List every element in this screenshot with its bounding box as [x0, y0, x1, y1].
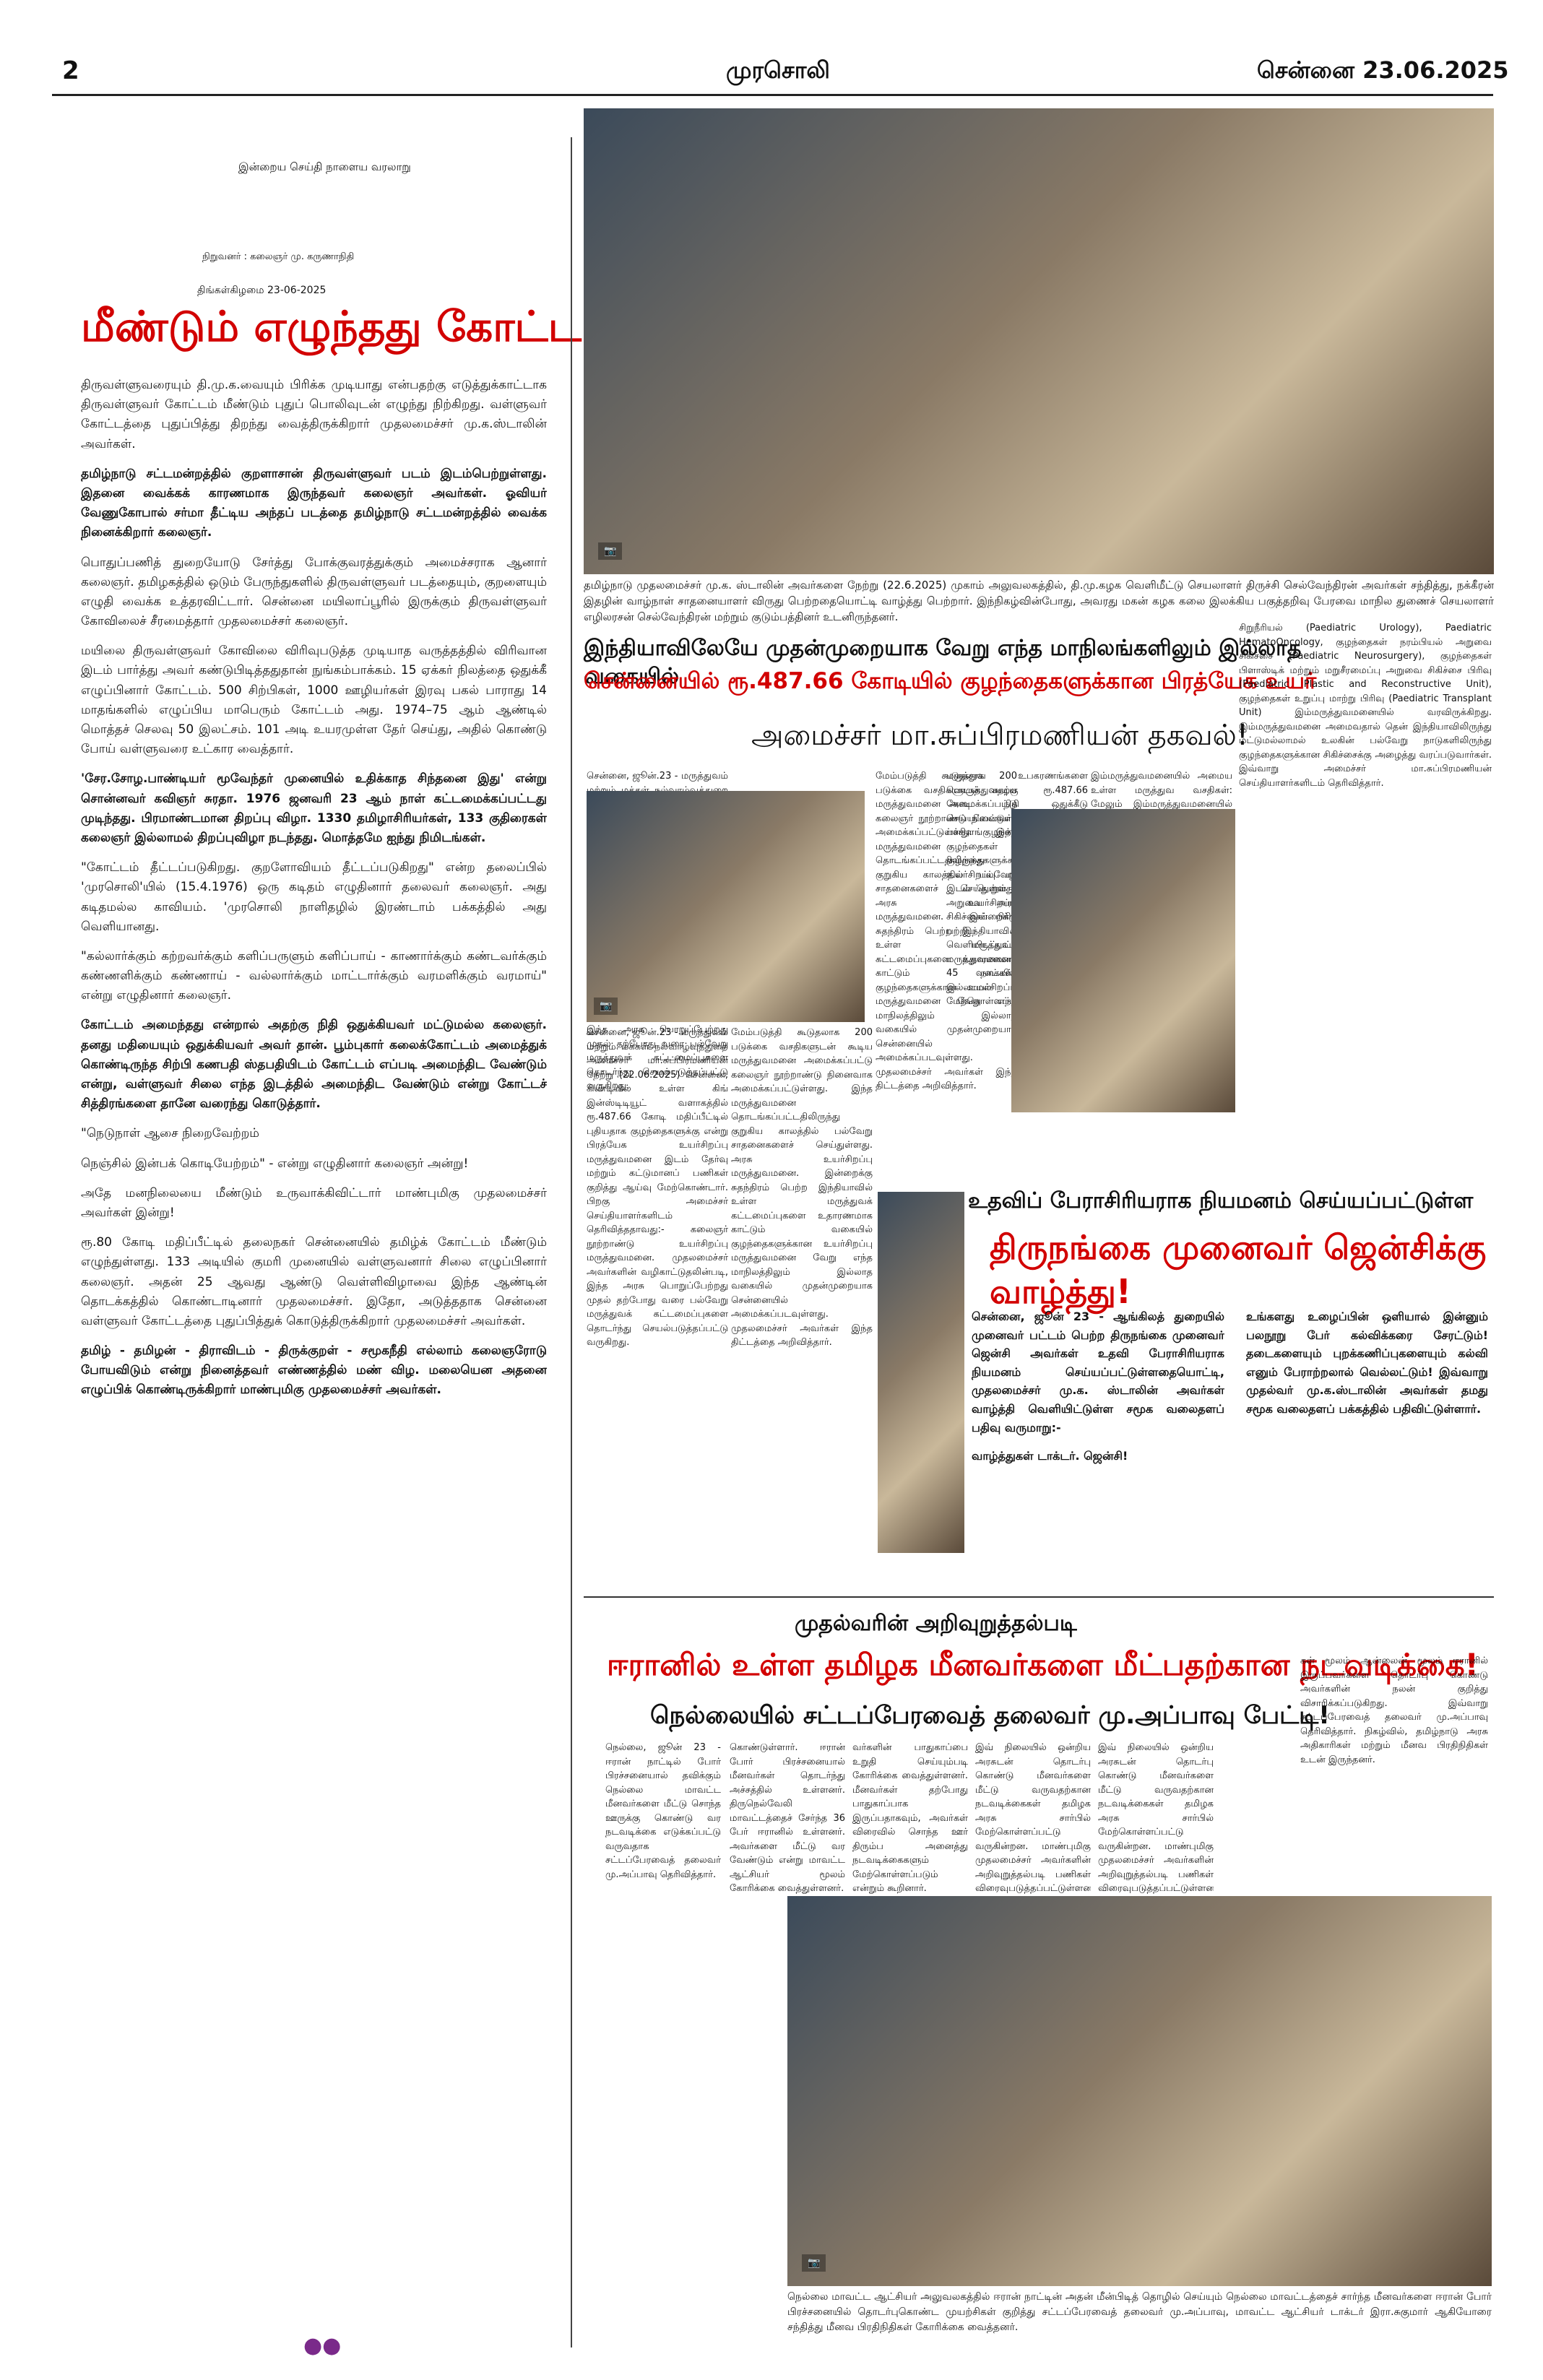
- editorial-para: நெஞ்சில் இன்பக் கொடியேற்றம்" - என்று எழு…: [81, 1156, 469, 1171]
- editorial-para: கோட்டம் அமைந்தது என்றால் அதற்கு நிதி ஒது…: [81, 1018, 547, 1112]
- top-photo-caption: தமிழ்நாடு முதலமைச்சர் மு.க. ஸ்டாலின் அவர…: [584, 579, 1494, 623]
- masthead-tagline: இன்றைய செய்தி நாளைய வரலாறு: [238, 160, 411, 173]
- story-subhead: அமைச்சர் மா.சுப்பிரமணியன் தகவல்!: [751, 719, 1248, 752]
- editorial-para: "நெடுநாள் ஆசை நிறைவேற்றம்: [81, 1126, 259, 1141]
- story-col: சென்னை, ஜூன்.23 - மருத்துவம் மற்றும் மக்…: [587, 1027, 728, 1348]
- masthead-founder: நிறுவனர் : கலைஞர் மு. கருணாநிதி: [202, 251, 355, 262]
- story-col: சிறுநீரியல் (Paediatric Urology), Paedia…: [1239, 623, 1492, 789]
- fisher-col: வர்களின் பாதுகாப்பை உறுதி செய்யும்படி கோ…: [852, 1742, 968, 1894]
- editorial-para: 'சேர.சோழ.பாண்டியர் மூவேந்தர் முனையில் உத…: [81, 771, 547, 845]
- section-rule: [584, 1596, 1494, 1598]
- masthead-date: திங்கள்கிழமை 23-06-2025: [197, 285, 327, 296]
- fisher-kicker: முதல்வரின் அறிவுறுத்தல்படி: [795, 1611, 1077, 1636]
- editorial-para: மயிலை திருவள்ளுவர் கோவிலை விரிவுபடுத்த ம…: [81, 644, 547, 757]
- dateline: சென்னை 23.06.2025: [1257, 56, 1509, 84]
- congrats-body: சென்னை, ஜூன் 23 - ஆங்கிலத் துறையில் முனை…: [972, 1307, 1224, 1585]
- congrats-kicker: உதவிப் பேராசிரியராக நியமனம் செய்யப்பட்டு…: [968, 1188, 1474, 1213]
- photo-placeholder-icon: 📷: [598, 542, 623, 560]
- fisher-subhead: நெல்லையில் சட்டப்பேரவைத் தலைவர் மு.அப்பா…: [650, 1701, 1330, 1730]
- story-headline: சென்னையில் ரூ.487.66 கோடியில் குழந்தைகளு…: [584, 668, 1317, 694]
- editorial-para: திருவள்ளுவரையும் தி.மு.க.வையும் பிரிக்க …: [81, 378, 547, 451]
- jensi-photo: [878, 1192, 964, 1553]
- fisher-caption: நெல்லை மாவட்ட ஆட்சியர் அலுவலகத்தில் ஈரான…: [787, 2291, 1492, 2333]
- congrats-body-2: உங்களது உழைப்பின் ஒளியால் இன்னும் பலநூறு…: [1246, 1310, 1488, 1416]
- editorial-para: பொதுப்பணித் துறையோடு சேர்த்து போக்குவரத்…: [81, 555, 547, 629]
- header-rule: [52, 94, 1493, 96]
- end-mark: ●●: [303, 2333, 342, 2358]
- top-photo: 📷: [584, 108, 1494, 574]
- fisher-col: கள் மூலம் ஆன்லைன் மூலம் ஈரானில் இருப்பவர…: [1300, 1656, 1488, 1765]
- editorial-para: ரூ.80 கோடி மதிப்பீட்டில் தலைநகர் சென்னைய…: [81, 1235, 547, 1328]
- minister-photo: 📷: [587, 791, 865, 1022]
- editorial-para: "கோட்டம் தீட்டப்படுகிறது. குறளோவியம் தீட…: [81, 860, 547, 934]
- editorial-headline: மீண்டும் எழுந்தது கோட்டம்!: [81, 302, 635, 351]
- fisher-col: இவ் நிலையில் ஒன்றிய அரசுடன் தொடர்பு கொண்…: [975, 1742, 1091, 1894]
- story-col: மேம்படுத்தி கூடுதலாக 200 படுக்கை வசதிகளு…: [731, 1027, 873, 1348]
- fisher-col: இவ் நிலையில் ஒன்றிய அரசுடன் தொடர்பு கொண்…: [1098, 1742, 1214, 1894]
- paper-name: முரசொலி: [726, 56, 830, 84]
- photo-placeholder-icon: 📷: [594, 998, 618, 1015]
- editorial-body: திருவள்ளுவரையும் தி.மு.க.வையும் பிரிக்க …: [81, 376, 547, 2311]
- fisher-headline: ஈரானில் உள்ள தமிழக மீனவர்களை மீட்பதற்கான…: [607, 1647, 1479, 1682]
- story-col: மேம்படுத்தி கூடுதலாக 200 படுக்கை வசதிகளு…: [876, 771, 1017, 1091]
- fisher-col: நெல்லை, ஜூன் 23 - ஈரான் நாட்டில் போர் பி…: [605, 1742, 721, 1880]
- congrats-signoff: வாழ்த்துகள் டாக்டர். ஜென்சி!: [972, 1449, 1128, 1463]
- fisher-photo: 📷: [787, 1896, 1492, 2286]
- congrats-headline: திருநங்கை முனைவர் ஜென்சிக்கு வாழ்த்து!: [990, 1228, 1487, 1311]
- editorial-para: தமிழ்நாடு சட்டமன்றத்தில் குறளாசான் திருவ…: [81, 466, 547, 540]
- editorial-para: "கல்லார்க்கும் கற்றவர்க்கும் களிப்பருளும…: [81, 948, 547, 1003]
- hospital-photo: [1011, 809, 1235, 1112]
- column-divider: [571, 137, 572, 2347]
- fisher-col: கொண்டுள்ளார். ஈரான் போர் பிரச்சனையால் மீ…: [730, 1742, 845, 1894]
- page-number: 2: [62, 56, 79, 85]
- editorial-para: அதே மனநிலையை மீண்டும் உருவாக்கிவிட்டார் …: [81, 1185, 547, 1220]
- photo-placeholder-icon: 📷: [802, 2254, 826, 2272]
- editorial-para: தமிழ் - தமிழன் - திராவிடம் - திருக்குறள்…: [81, 1343, 547, 1398]
- congrats-text: சென்னை, ஜூன் 23 - ஆங்கிலத் துறையில் முனை…: [972, 1310, 1224, 1435]
- story-kicker: இந்தியாவிலேயே முதன்முறையாக வேறு எந்த மாந…: [584, 636, 1302, 689]
